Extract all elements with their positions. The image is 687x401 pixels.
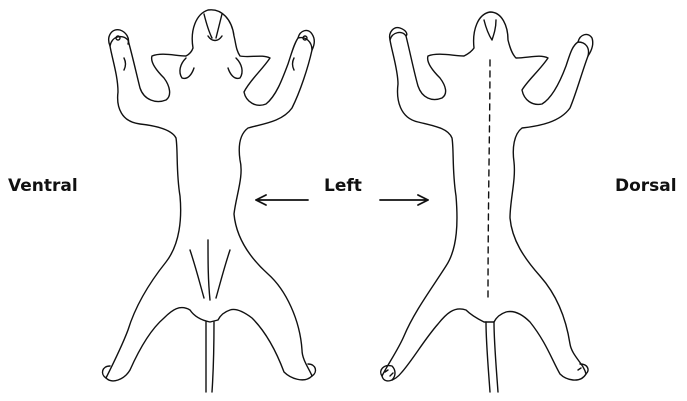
left-arrows [256,195,428,205]
ventral-ear-left [180,58,194,78]
left-label: Left [324,176,362,196]
dorsal-body-outline [382,12,589,381]
dorsal-toe-marks [385,368,581,376]
arrow-left-pointing [256,195,308,205]
dorsal-tail [486,322,498,392]
ventral-body-outline [106,10,312,381]
dorsal-label: Dorsal [615,176,677,196]
ventral-ear-right [228,58,242,78]
ventral-tail [206,322,214,392]
ventral-label: Ventral [8,176,78,196]
dorsal-specimen [381,12,593,392]
ventral-head-detail [204,14,222,41]
dorsal-head-detail [484,20,496,40]
ventral-paw-pad [116,36,120,40]
ventral-abdomen-curve [190,250,230,298]
ventral-midline [208,240,210,300]
arrow-right-pointing [380,195,428,205]
dorsal-spine-line [488,60,490,300]
